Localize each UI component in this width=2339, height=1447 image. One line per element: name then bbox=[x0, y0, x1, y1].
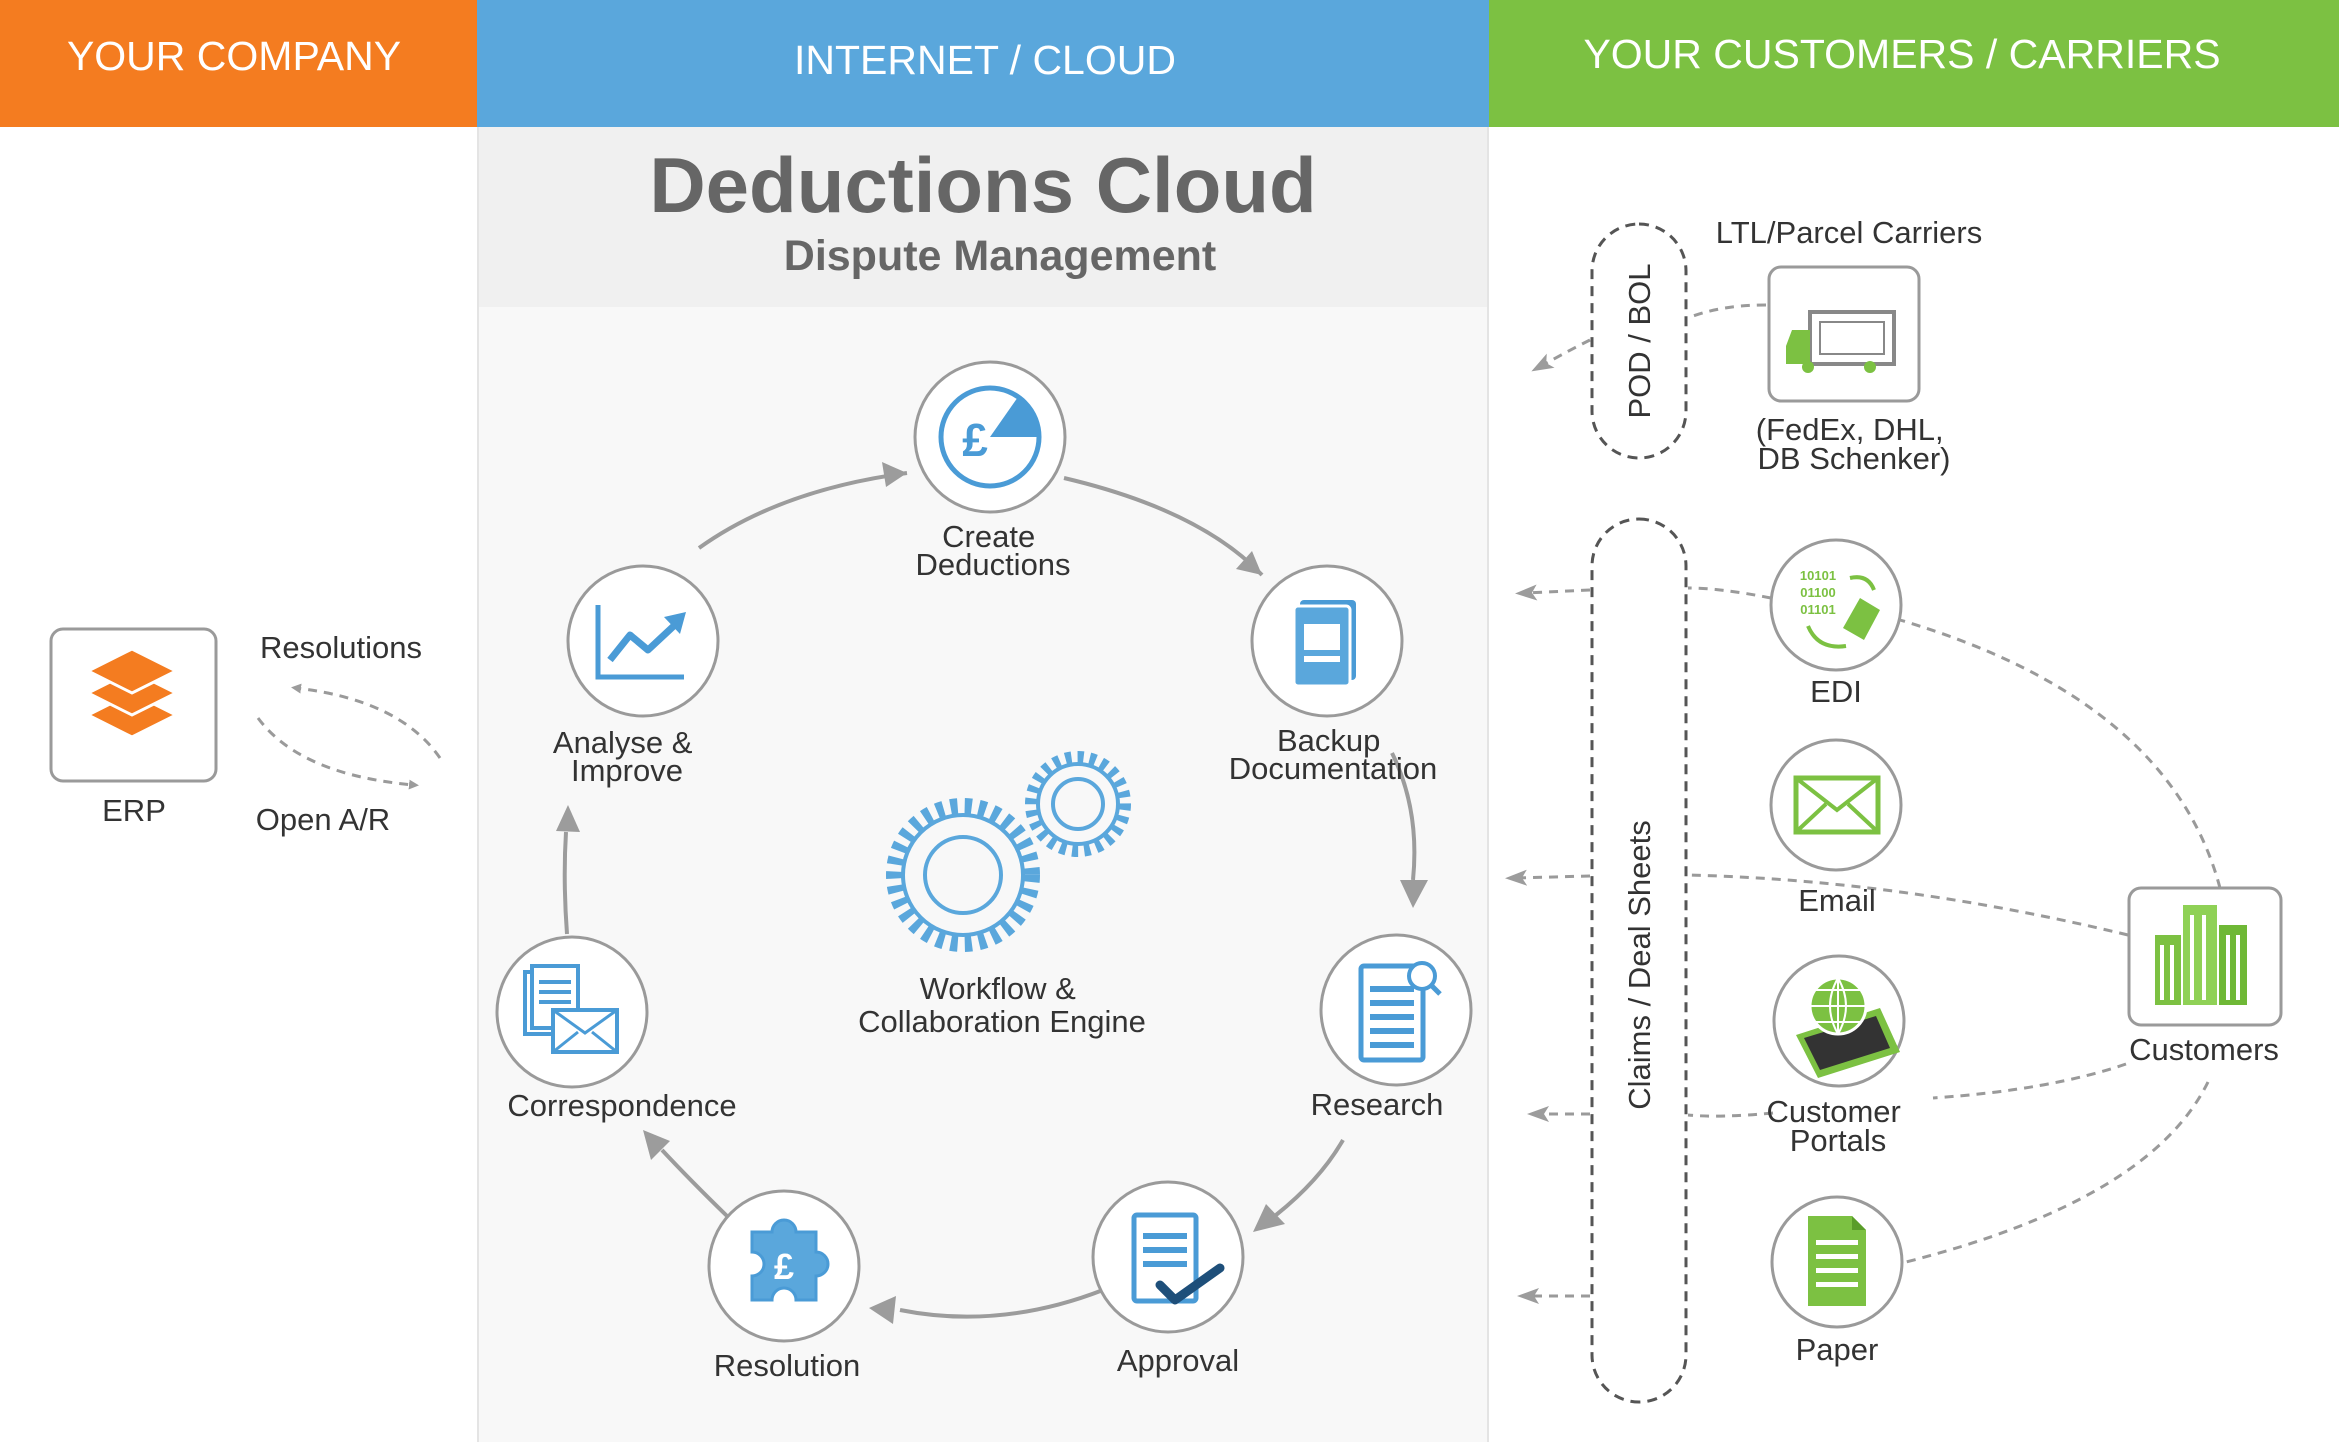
carriers-title: LTL/Parcel Carriers bbox=[1716, 215, 1982, 250]
buildings-icon bbox=[2155, 905, 2247, 1005]
paper-icon bbox=[1808, 1216, 1866, 1306]
portals-to-claims-line bbox=[1687, 1111, 1774, 1118]
customers-to-portals-line bbox=[1932, 1062, 2127, 1100]
customer-portals-label: Customer Portals bbox=[1767, 1094, 1910, 1158]
create-deductions-label: Create Deductions bbox=[915, 519, 1070, 582]
resolutions-arrow bbox=[291, 683, 442, 759]
open-ar-label: Open A/R bbox=[256, 802, 390, 837]
email-label: Email bbox=[1798, 883, 1876, 918]
research-label: Research bbox=[1311, 1087, 1444, 1122]
cycle-arrows bbox=[556, 462, 1428, 1324]
svg-text:£: £ bbox=[774, 1246, 794, 1287]
svg-text:01100: 01100 bbox=[1800, 585, 1835, 600]
customers-to-paper-line bbox=[1905, 1081, 2210, 1264]
trend-chart-icon bbox=[595, 605, 686, 680]
edi-to-claims-line bbox=[1687, 586, 1772, 600]
engine-label: Workflow & Collaboration Engine bbox=[858, 971, 1146, 1039]
email-to-claims-line bbox=[1687, 873, 2129, 937]
checked-document-icon bbox=[1131, 1212, 1225, 1305]
pound-pie-icon: £ bbox=[938, 385, 1042, 489]
envelope-icon bbox=[1793, 775, 1881, 835]
claims-pill bbox=[1590, 517, 1688, 1404]
truck-icon bbox=[1786, 310, 1896, 373]
documents-icon bbox=[1292, 600, 1356, 688]
letters-icon bbox=[523, 964, 619, 1054]
open-ar-arrow bbox=[256, 717, 419, 790]
cloud-title: Deductions Cloud bbox=[649, 141, 1316, 229]
resolutions-label: Resolutions bbox=[260, 630, 422, 665]
svg-text:10101: 10101 bbox=[1800, 568, 1836, 583]
svg-text:01101: 01101 bbox=[1800, 602, 1835, 617]
customers-to-edi-line bbox=[1899, 618, 2222, 889]
resolution-label: Resolution bbox=[714, 1348, 860, 1383]
correspondence-label: Correspondence bbox=[507, 1088, 736, 1123]
gears-icon bbox=[886, 751, 1131, 952]
carriers-examples: (FedEx, DHL, DB Schenker) bbox=[1756, 412, 1952, 476]
claims-label: Claims / Deal Sheets bbox=[1622, 820, 1657, 1109]
svg-text:£: £ bbox=[962, 414, 988, 466]
search-document-icon bbox=[1358, 961, 1442, 1063]
header-company: YOUR COMPANY bbox=[67, 33, 401, 79]
paper-label: Paper bbox=[1796, 1332, 1879, 1367]
approval-label: Approval bbox=[1117, 1343, 1239, 1378]
header-cloud: INTERNET / CLOUD bbox=[794, 37, 1176, 83]
erp-label: ERP bbox=[102, 793, 166, 828]
header-cloud-bar bbox=[477, 0, 1489, 127]
approval-node[interactable] bbox=[1091, 1180, 1245, 1334]
stacked-layers-icon bbox=[84, 647, 180, 739]
analyse-improve-node[interactable] bbox=[566, 564, 720, 718]
pod-bol-arrow bbox=[1531, 338, 1591, 372]
globe-laptop-icon bbox=[1796, 976, 1900, 1078]
carrier-to-pod-line bbox=[1687, 303, 1767, 320]
header-company-bar bbox=[0, 0, 477, 127]
email-claims-arrow bbox=[1505, 869, 1591, 886]
pod-bol-label: POD / BOL bbox=[1622, 263, 1657, 418]
edi-icon: 10101 01100 01101 bbox=[1800, 568, 1880, 649]
edi-label: EDI bbox=[1810, 674, 1862, 709]
puzzle-icon: £ bbox=[750, 1218, 830, 1302]
cloud-subtitle: Dispute Management bbox=[784, 232, 1216, 280]
customers-label: Customers bbox=[2129, 1032, 2279, 1067]
header-customers: YOUR CUSTOMERS / CARRIERS bbox=[1583, 31, 2220, 77]
analyse-improve-label: Analyse & Improve bbox=[553, 725, 701, 788]
header-customers-bar bbox=[1489, 0, 2339, 127]
edi-node[interactable] bbox=[1769, 538, 1903, 672]
edi-claims-arrow bbox=[1515, 584, 1591, 601]
pod-bol-pill bbox=[1590, 222, 1688, 460]
backup-documentation-label: Backup Documentation bbox=[1229, 723, 1438, 786]
cloud-panel-title-area bbox=[478, 127, 1488, 307]
